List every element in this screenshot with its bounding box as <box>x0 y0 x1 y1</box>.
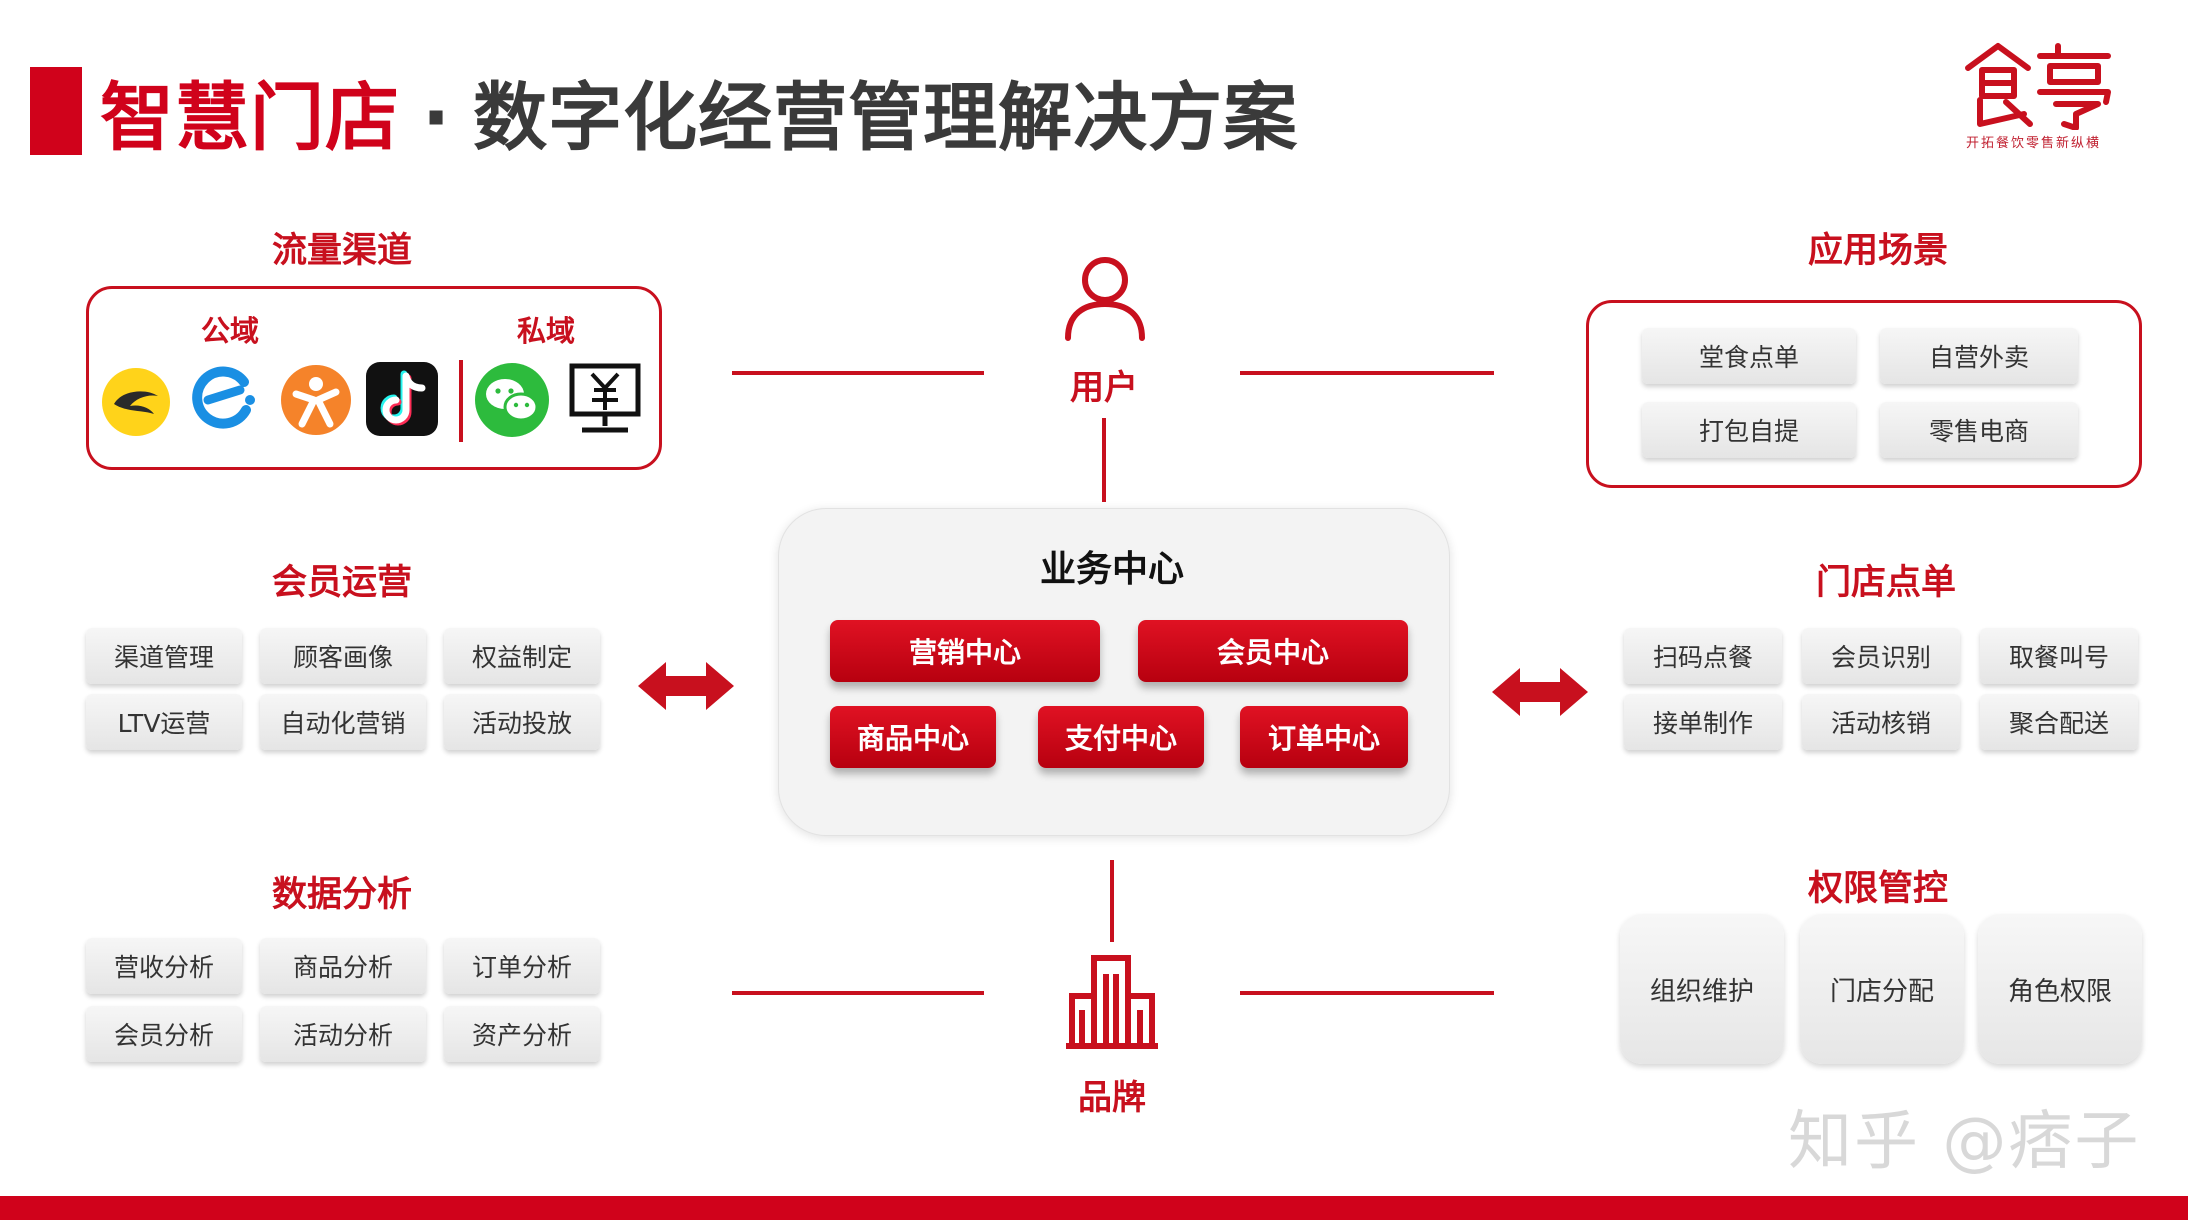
title-sub-text: 数字化经营管理解决方案 <box>473 75 1299 161</box>
ordering-promo-redeem[interactable]: 活动核销 <box>1802 694 1960 750</box>
right-double-arrow-icon <box>1492 668 1588 716</box>
membership-channel-mgmt[interactable]: 渠道管理 <box>86 628 242 684</box>
page-title: 智慧门店 ·数字化经营管理解决方案 <box>100 58 1298 165</box>
permission-store-assignment[interactable]: 门店分配 <box>1800 914 1964 1064</box>
hub-brand-connector <box>1110 860 1114 942</box>
analysis-asset[interactable]: 资产分析 <box>444 1006 600 1062</box>
scenario-own-delivery[interactable]: 自营外卖 <box>1880 328 2078 384</box>
brand-right-connector <box>1240 991 1494 995</box>
payment-center-button[interactable]: 支付中心 <box>1038 706 1204 768</box>
douyin-icon <box>366 362 438 436</box>
payment-terminal-icon <box>569 363 641 433</box>
public-domain-label: 公域 <box>200 314 260 348</box>
bottom-accent-bar <box>0 1196 2188 1220</box>
membership-ltv[interactable]: LTV运营 <box>86 694 242 750</box>
shiheng-logo-icon <box>1965 43 2111 130</box>
scenario-takeaway[interactable]: 打包自提 <box>1642 402 1856 458</box>
scenarios-title: 应用场景 <box>1807 231 1949 271</box>
brand-node-label: 品牌 <box>1078 1078 1146 1118</box>
analysis-order[interactable]: 订单分析 <box>444 938 600 994</box>
channel-divider <box>459 360 463 442</box>
user-node-label: 用户 <box>1070 368 1138 408</box>
user-icon <box>1065 257 1145 341</box>
membership-title: 会员运营 <box>271 563 413 603</box>
membership-campaigns[interactable]: 活动投放 <box>444 694 600 750</box>
private-domain-label: 私域 <box>516 314 576 348</box>
analysis-campaign[interactable]: 活动分析 <box>260 1006 426 1062</box>
zhihu-watermark: 知乎 @痞子 <box>1788 1105 2141 1179</box>
ordering-pickup-call[interactable]: 取餐叫号 <box>1980 628 2138 684</box>
hub-title: 业务中心 <box>1039 549 1185 590</box>
scenarios-box <box>1586 300 2142 488</box>
user-hub-connector <box>1102 418 1106 502</box>
order-center-button[interactable]: 订单中心 <box>1240 706 1408 768</box>
ordering-accept-prepare[interactable]: 接单制作 <box>1624 694 1782 750</box>
member-center-button[interactable]: 会员中心 <box>1138 620 1408 682</box>
title-accent-bar <box>30 67 82 155</box>
meituan-icon <box>102 368 170 436</box>
title-separator: · <box>422 75 452 161</box>
permission-role-rights[interactable]: 角色权限 <box>1978 914 2142 1064</box>
brand-left-connector <box>732 991 984 995</box>
analysis-member[interactable]: 会员分析 <box>86 1006 242 1062</box>
dianping-icon <box>281 365 351 435</box>
product-center-button[interactable]: 商品中心 <box>830 706 996 768</box>
wechat-icon <box>475 363 549 437</box>
store-ordering-title: 门店点单 <box>1815 563 1957 603</box>
analysis-revenue[interactable]: 营收分析 <box>86 938 242 994</box>
scenario-dine-in[interactable]: 堂食点单 <box>1642 328 1856 384</box>
user-right-connector <box>1240 371 1494 375</box>
ordering-member-recognition[interactable]: 会员识别 <box>1802 628 1960 684</box>
permissions-title: 权限管控 <box>1807 869 1949 909</box>
title-main-text: 智慧门店 <box>100 75 400 161</box>
membership-auto-marketing[interactable]: 自动化营销 <box>260 694 426 750</box>
channels-title: 流量渠道 <box>271 231 413 271</box>
analysis-product[interactable]: 商品分析 <box>260 938 426 994</box>
channels-box <box>86 286 662 470</box>
logo-tagline: 开拓餐饮零售新纵横 <box>1966 136 2102 151</box>
user-left-connector <box>732 371 984 375</box>
ordering-aggregated-delivery[interactable]: 聚合配送 <box>1980 694 2138 750</box>
left-double-arrow-icon <box>638 662 734 710</box>
membership-benefits[interactable]: 权益制定 <box>444 628 600 684</box>
ordering-scan-to-order[interactable]: 扫码点餐 <box>1624 628 1782 684</box>
permission-org-maintenance[interactable]: 组织维护 <box>1620 914 1784 1064</box>
scenario-retail-ecommerce[interactable]: 零售电商 <box>1880 402 2078 458</box>
marketing-center-button[interactable]: 营销中心 <box>830 620 1100 682</box>
membership-customer-profile[interactable]: 顾客画像 <box>260 628 426 684</box>
brand-building-icon <box>1066 955 1158 1049</box>
data-analysis-title: 数据分析 <box>271 875 413 915</box>
eleme-icon <box>192 366 255 429</box>
